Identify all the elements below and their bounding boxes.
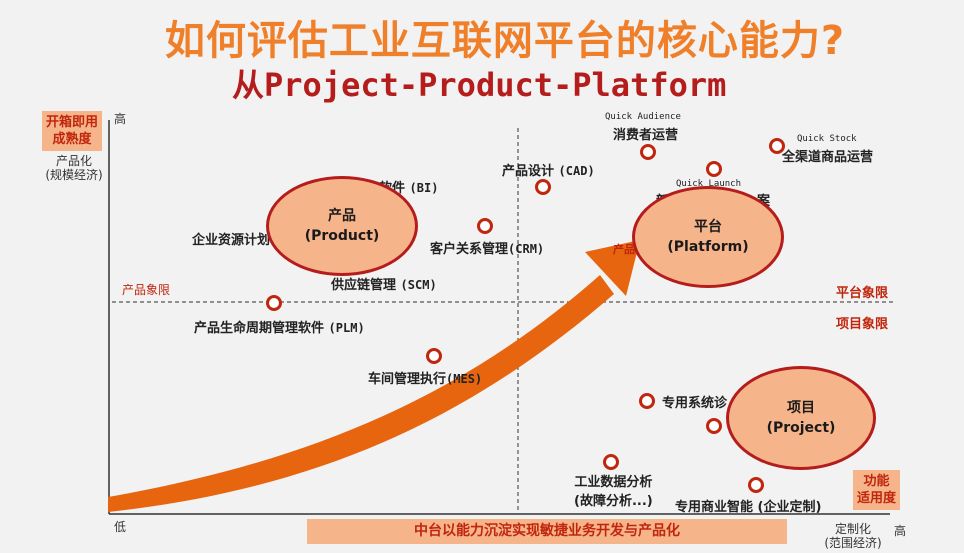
item-crm-label: 客户关系管理(CRM) xyxy=(430,238,544,257)
x-axis-high-tick: 高 xyxy=(894,524,907,538)
dot-diagnosis xyxy=(639,393,655,409)
item-scm-label: 供应链管理 (SCM) xyxy=(331,274,437,293)
item-quick-launch-en: Quick Launch xyxy=(676,179,742,189)
item-cad-cn: 产品设计 xyxy=(502,164,555,179)
item-plm-en: (PLM) xyxy=(328,321,365,335)
item-cad-en: (CAD) xyxy=(558,164,595,178)
y-axis-high-tick: 高 xyxy=(114,112,127,126)
dot-quick-stock xyxy=(769,138,785,154)
dot-quick-launch xyxy=(706,161,722,177)
dot-quick-audience xyxy=(640,144,656,160)
page-title: 如何评估工业互联网平台的核心能力? xyxy=(164,18,846,64)
growth-arrow-head xyxy=(585,240,640,296)
dot-mes xyxy=(426,348,442,364)
item-mes-cn: 车间管理执行 xyxy=(368,372,447,387)
item-quick-audience-cn: 消费者运营 xyxy=(613,128,679,143)
item-scm-en: (SCM) xyxy=(400,278,437,292)
item-platform-partial-label: 产品 xyxy=(613,243,635,256)
item-plm-label: 产品生命周期管理软件 (PLM) xyxy=(194,317,365,336)
item-crm-en: (CRM) xyxy=(508,242,545,256)
x-badge-line1: 功能 xyxy=(863,474,890,489)
page-subtitle: 从Project-Product-Platform xyxy=(232,60,726,106)
growth-arrow-body xyxy=(108,275,614,512)
x-caption-line1: 定制化 xyxy=(834,522,871,536)
item-data-analysis-label: 工业数据分析 (故障分析...) xyxy=(574,471,653,509)
item-scm-cn: 供应链管理 xyxy=(331,278,397,293)
y-axis-caption: 产品化 (规模经济) xyxy=(44,154,104,182)
quadrant-project-label: 项目象限 xyxy=(836,317,889,332)
dot-project-side xyxy=(706,418,722,434)
x-badge-line2: 适用度 xyxy=(857,491,897,506)
quadrant-product-label: 产品象限 xyxy=(122,283,171,297)
x-caption-line2: (范围经济) xyxy=(824,536,882,550)
x-axis-low-tick: 低 xyxy=(114,520,127,534)
item-data-analysis-line1: 工业数据分析 xyxy=(574,475,653,490)
subtitle-prefix: 从 xyxy=(232,66,265,104)
bubble-project-en: (Project) xyxy=(766,420,836,436)
item-bi-custom-label: 专用商业智能 (企业定制) xyxy=(675,500,822,515)
item-mes-label: 车间管理执行(MES) xyxy=(368,368,482,387)
x-axis-badge: 功能 适用度 xyxy=(853,470,901,510)
item-erp-label: 企业资源计划 xyxy=(192,233,271,248)
y-badge-line2: 成熟度 xyxy=(52,132,92,147)
item-plm-cn: 产品生命周期管理软件 xyxy=(194,321,325,336)
item-data-analysis-line2: (故障分析...) xyxy=(574,494,653,509)
dot-crm xyxy=(477,218,493,234)
y-caption-line2: (规模经济) xyxy=(45,168,103,182)
dot-plm xyxy=(266,295,282,311)
item-cad-label: 产品设计 (CAD) xyxy=(502,160,595,179)
dot-data-analysis xyxy=(603,454,619,470)
quadrant-platform-label: 平台象限 xyxy=(836,286,889,301)
dot-cad xyxy=(535,179,551,195)
item-bi-en: (BI) xyxy=(409,181,439,195)
subtitle-ppp: Project-Product-Platform xyxy=(264,66,727,104)
bubble-project: 项目 (Project) xyxy=(726,366,876,470)
bubble-product: 产品 (Product) xyxy=(266,176,418,276)
bottom-banner: 中台以能力沉淀实现敏捷业务开发与产品化 xyxy=(307,519,787,544)
x-axis-caption: 定制化 (范围经济) xyxy=(820,522,886,550)
y-axis-badge: 开箱即用 成熟度 xyxy=(42,111,103,151)
bubble-project-name: 项目 xyxy=(787,400,815,416)
item-crm-cn: 客户关系管理 xyxy=(430,242,509,257)
y-badge-line1: 开箱即用 xyxy=(46,115,99,130)
item-quick-audience-en: Quick Audience xyxy=(605,112,681,122)
dot-bi-custom xyxy=(748,477,764,493)
item-mes-en: (MES) xyxy=(446,372,483,386)
item-diagnosis-label: 专用系统诊 xyxy=(662,396,728,411)
y-caption-line1: 产品化 xyxy=(55,154,92,168)
bubble-product-name: 产品 xyxy=(328,208,356,224)
item-quick-stock-cn: 全渠道商品运营 xyxy=(782,150,874,165)
bubble-platform-en: (Platform) xyxy=(667,239,749,255)
item-quick-stock-en: Quick Stock xyxy=(797,134,857,144)
bubble-product-en: (Product) xyxy=(304,228,380,244)
bubble-platform-name: 平台 xyxy=(694,219,722,235)
bubble-platform: 平台 (Platform) xyxy=(632,186,784,288)
